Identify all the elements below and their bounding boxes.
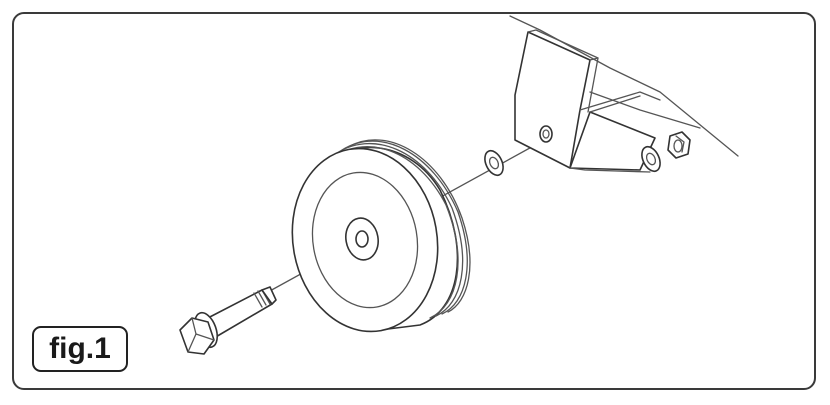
hex-nut	[667, 131, 691, 159]
figure-label: fig.1	[32, 326, 128, 372]
hex-bolt	[179, 286, 277, 355]
washer-inner	[484, 149, 504, 177]
mounting-bracket	[509, 15, 739, 173]
washer-outer	[641, 145, 661, 173]
wheel	[291, 139, 471, 333]
